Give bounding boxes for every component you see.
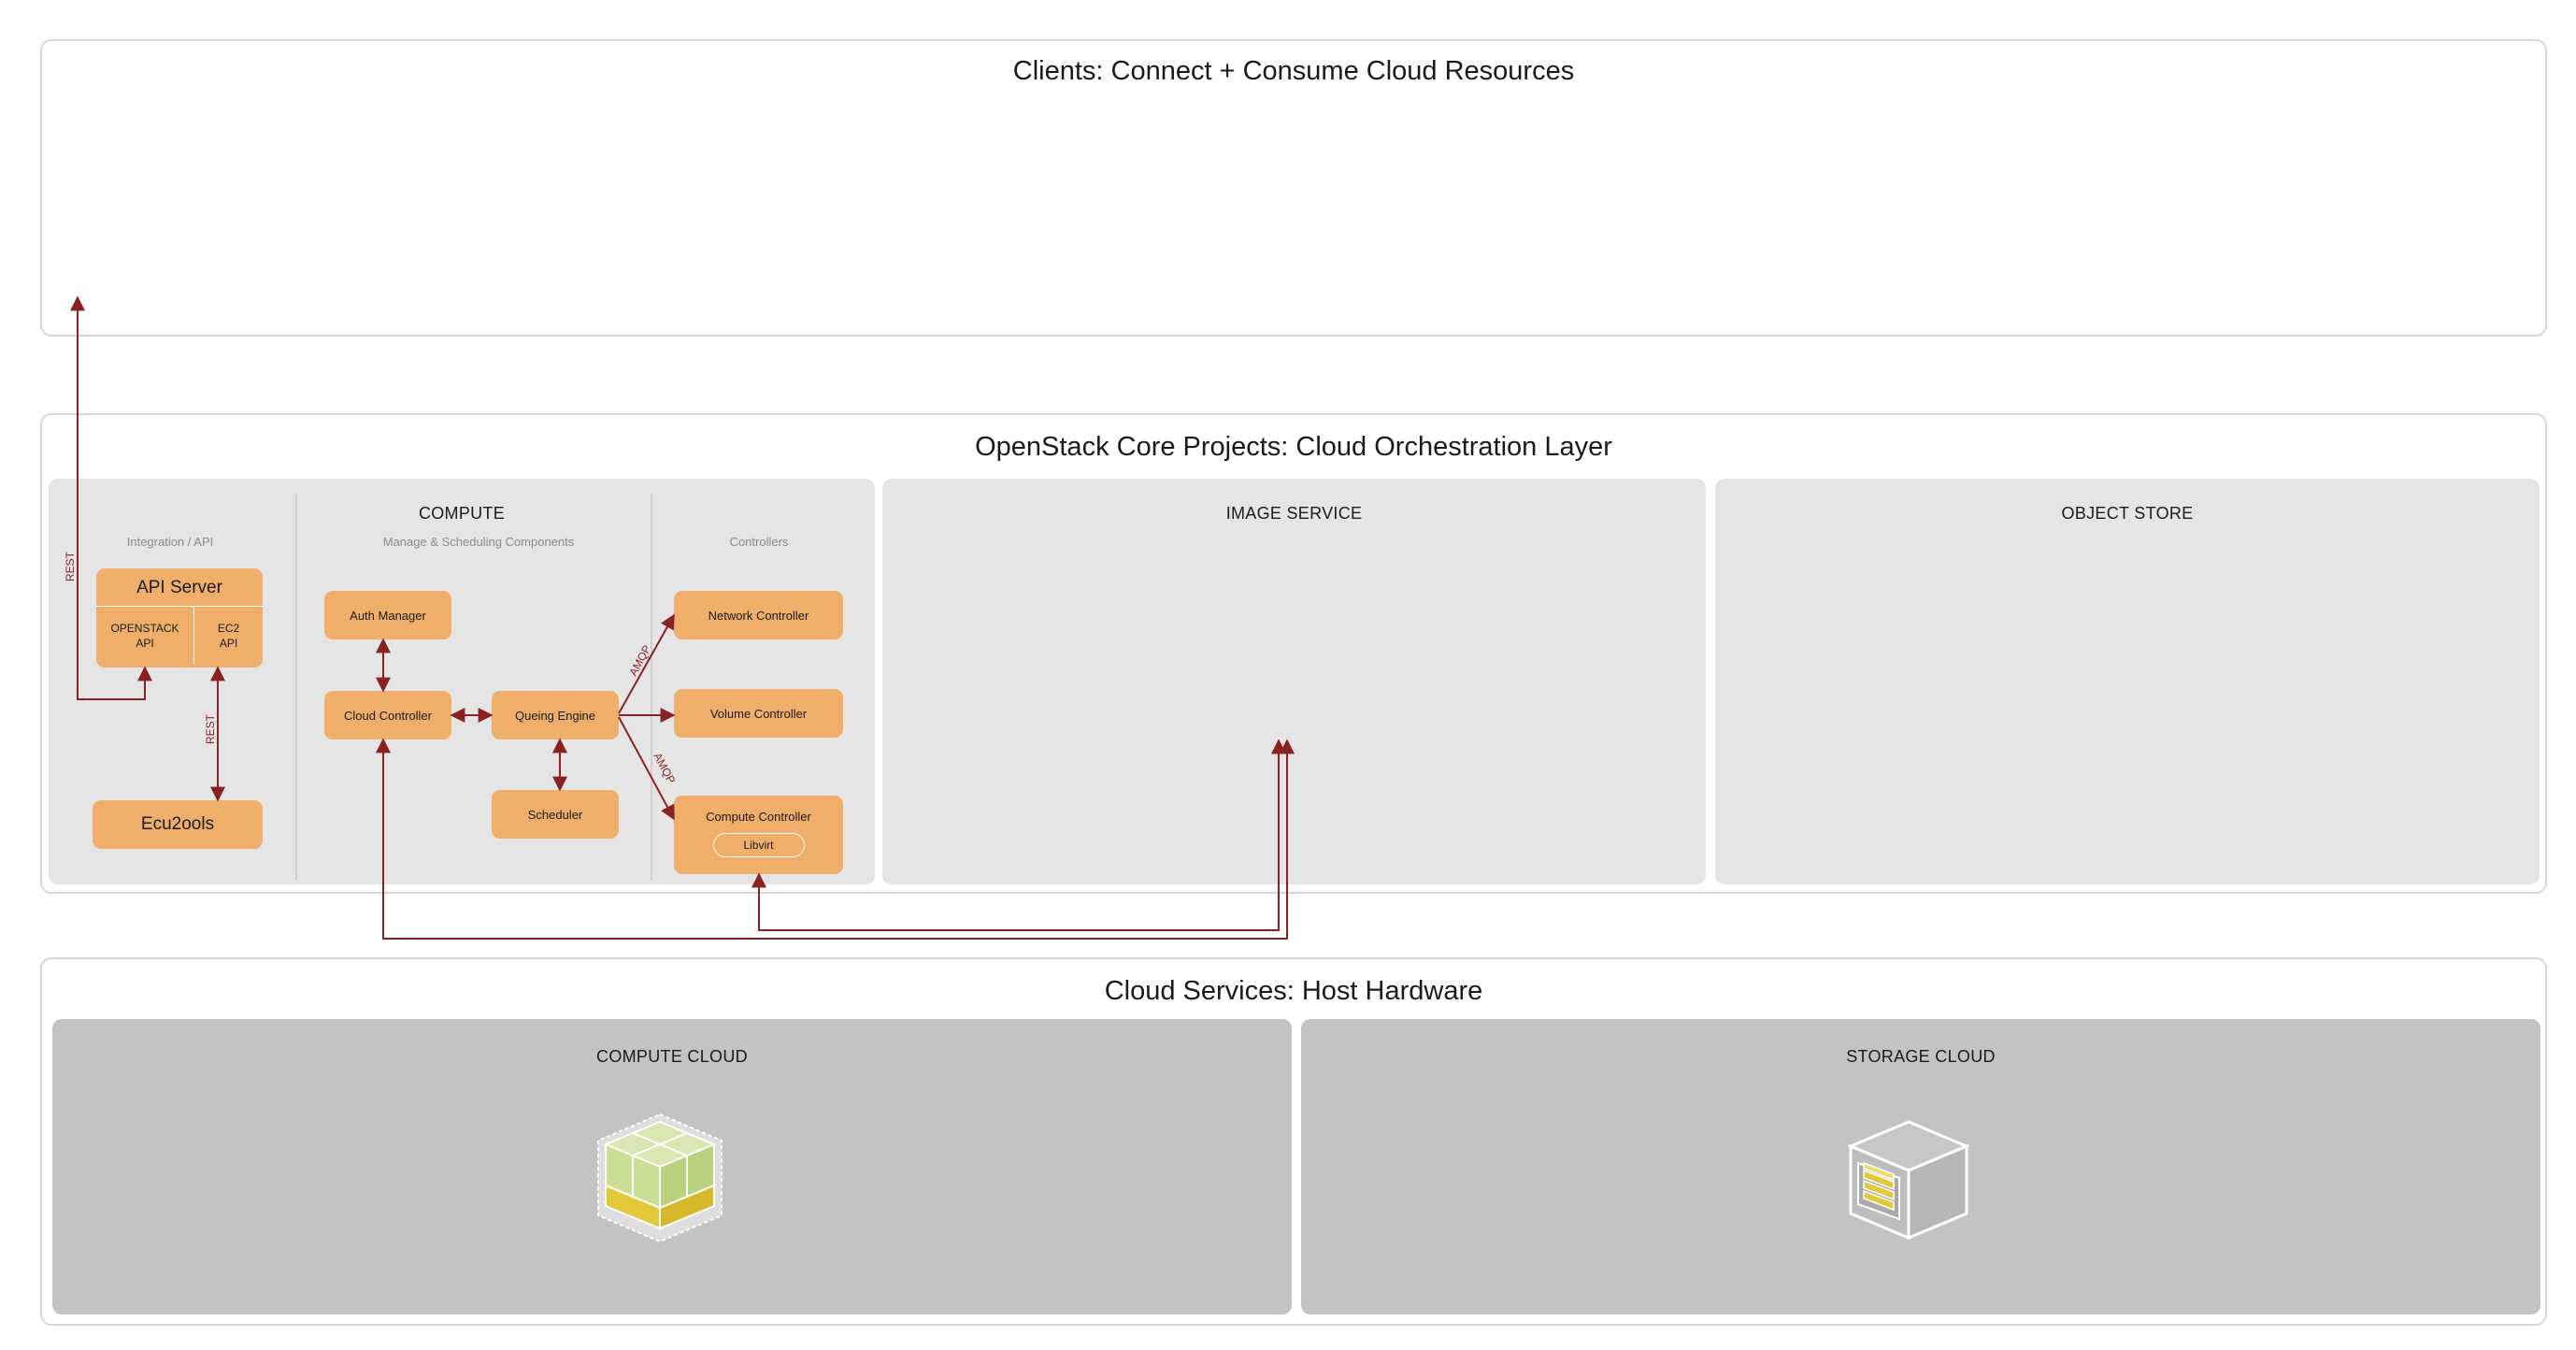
volume-controller-box[interactable]: Volume Controller (674, 689, 843, 738)
storage-cloud-panel: STORAGE CLOUD (1301, 1019, 2540, 1314)
cloud-image-arrow (376, 738, 1295, 940)
compute-divider-left (295, 494, 297, 881)
api-server-label: API Server (136, 578, 222, 597)
manage-heading: Manage & Scheduling Components (382, 535, 575, 549)
object-store-title: OBJECT STORE (2061, 504, 2194, 523)
ec2-api-cell[interactable]: EC2 API (217, 621, 240, 650)
compute-panel-title: COMPUTE (418, 504, 506, 523)
queue-compute-arrow (618, 716, 675, 821)
network-controller-box[interactable]: Network Controller (674, 591, 843, 639)
storage-cube-icon (1847, 1120, 1970, 1241)
scheduler-box[interactable]: Scheduler (492, 790, 619, 839)
cloud-controller-box[interactable]: Cloud Controller (324, 691, 451, 740)
hardware-layer-title: Cloud Services: Host Hardware (1104, 976, 1483, 1006)
clients-layer-title: Clients: Connect + Consume Cloud Resourc… (1012, 56, 1575, 86)
compute-cube-icon (597, 1113, 723, 1243)
rest-left-label: REST (64, 551, 77, 582)
core-layer-title: OpenStack Core Projects: Cloud Orchestra… (975, 432, 1612, 462)
compute-image-arrow (751, 739, 1286, 931)
compute-cloud-panel: COMPUTE CLOUD (52, 1019, 1292, 1314)
rest-api-label: REST (204, 713, 217, 744)
image-service-title: IMAGE SERVICE (1225, 504, 1363, 523)
amqp-down-label: AMQP (651, 751, 678, 786)
queue-network-arrow (618, 613, 675, 714)
auth-manager-box[interactable]: Auth Manager (324, 591, 451, 639)
compute-divider-right (651, 494, 652, 881)
clients-layer: Clients: Connect + Consume Cloud Resourc… (40, 39, 2547, 337)
euca2ools-box[interactable]: Ecu2ools (93, 800, 263, 849)
queuing-engine-box[interactable]: Queing Engine (492, 691, 619, 740)
controllers-heading: Controllers (729, 535, 789, 549)
object-store-panel: OBJECT STORE (1715, 479, 2540, 884)
storage-cloud-title: STORAGE CLOUD (1846, 1047, 1996, 1066)
compute-cloud-title: COMPUTE CLOUD (596, 1047, 748, 1066)
rest-client-arrow (70, 295, 152, 700)
amqp-up-label: AMQP (626, 643, 653, 679)
